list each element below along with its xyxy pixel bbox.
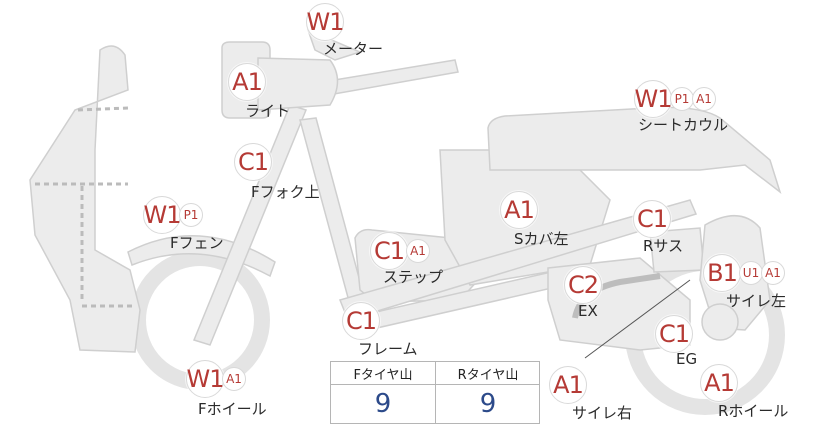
- light-label: ライト: [245, 102, 291, 120]
- code-badge: C1: [234, 143, 272, 181]
- side-cover-left-codes: A1: [500, 191, 538, 229]
- code-badge: A1: [500, 191, 538, 229]
- front-body-shape: [29, 45, 141, 353]
- code-badge: C2: [564, 266, 602, 304]
- exhaust-codes: C2: [564, 266, 602, 304]
- seat-cowl-codes: W1 P1 A1: [634, 80, 716, 118]
- code-badge-small: P1: [670, 87, 694, 111]
- callout-line: [584, 279, 691, 359]
- side-cover-left-label: Sカバ左: [514, 230, 569, 248]
- front-fender-label: Fフェン: [170, 234, 224, 252]
- code-badge-small: A1: [406, 239, 430, 263]
- code-badge-small: U1: [739, 261, 763, 285]
- code-badge: C1: [633, 200, 671, 238]
- front-tire-header: Fタイヤ山: [331, 362, 435, 385]
- rear-tire-header: Rタイヤ山: [436, 362, 540, 385]
- front-fork-shape: [192, 104, 308, 346]
- meter-codes: W1: [306, 3, 345, 41]
- code-badge: C1: [342, 302, 380, 340]
- code-badge: A1: [700, 364, 738, 402]
- code-badge: A1: [228, 63, 266, 101]
- muffler-left-label: サイレ左: [726, 292, 787, 310]
- front-wheel-codes: W1 A1: [186, 360, 246, 398]
- code-badge-small: A1: [222, 367, 246, 391]
- engine-label: EG: [676, 350, 698, 368]
- rear-shock-codes: C1: [633, 200, 671, 238]
- head-cover-shape: [257, 57, 339, 111]
- rear-wheel-label: Rホイール: [718, 402, 789, 420]
- fork-upper-codes: C1: [234, 143, 272, 181]
- seat-cowl-label: シートカウル: [638, 116, 729, 134]
- code-badge-small: A1: [692, 87, 716, 111]
- tire-tread-table: Fタイヤ山 Rタイヤ山 9 9: [330, 361, 540, 424]
- engine-codes: C1: [655, 315, 693, 353]
- code-badge: W1: [634, 80, 673, 118]
- code-badge: C1: [370, 232, 408, 270]
- code-badge: A1: [549, 366, 587, 404]
- exhaust-label: EX: [578, 302, 598, 320]
- code-badge-small: A1: [761, 261, 785, 285]
- code-badge: B1: [703, 254, 741, 292]
- engine-hub-shape: [701, 303, 739, 341]
- light-codes: A1: [228, 63, 266, 101]
- frame-codes: C1: [342, 302, 380, 340]
- code-badge: W1: [306, 3, 345, 41]
- rear-wheel-codes: A1: [700, 364, 738, 402]
- code-badge: W1: [186, 360, 225, 398]
- front-fender-codes: W1 P1: [143, 196, 203, 234]
- fork-upper-label: Fフォク上: [251, 183, 320, 201]
- table-divider: [435, 362, 436, 423]
- step-label: ステップ: [383, 268, 444, 286]
- frame-label: フレーム: [358, 340, 418, 358]
- muffler-right-codes: A1: [549, 366, 587, 404]
- code-badge-small: P1: [179, 203, 203, 227]
- rear-tire-value: 9: [479, 388, 497, 419]
- muffler-left-codes: B1 U1 A1: [703, 254, 785, 292]
- front-tire-value: 9: [374, 388, 392, 419]
- step-codes: C1 A1: [370, 232, 430, 270]
- frame-downtube-shape: [299, 117, 366, 306]
- code-badge: W1: [143, 196, 182, 234]
- muffler-right-label: サイレ右: [572, 404, 633, 422]
- rear-shock-label: Rサス: [643, 237, 684, 255]
- code-badge: C1: [655, 315, 693, 353]
- front-wheel-label: Fホイール: [198, 400, 267, 418]
- meter-label: メーター: [323, 40, 384, 58]
